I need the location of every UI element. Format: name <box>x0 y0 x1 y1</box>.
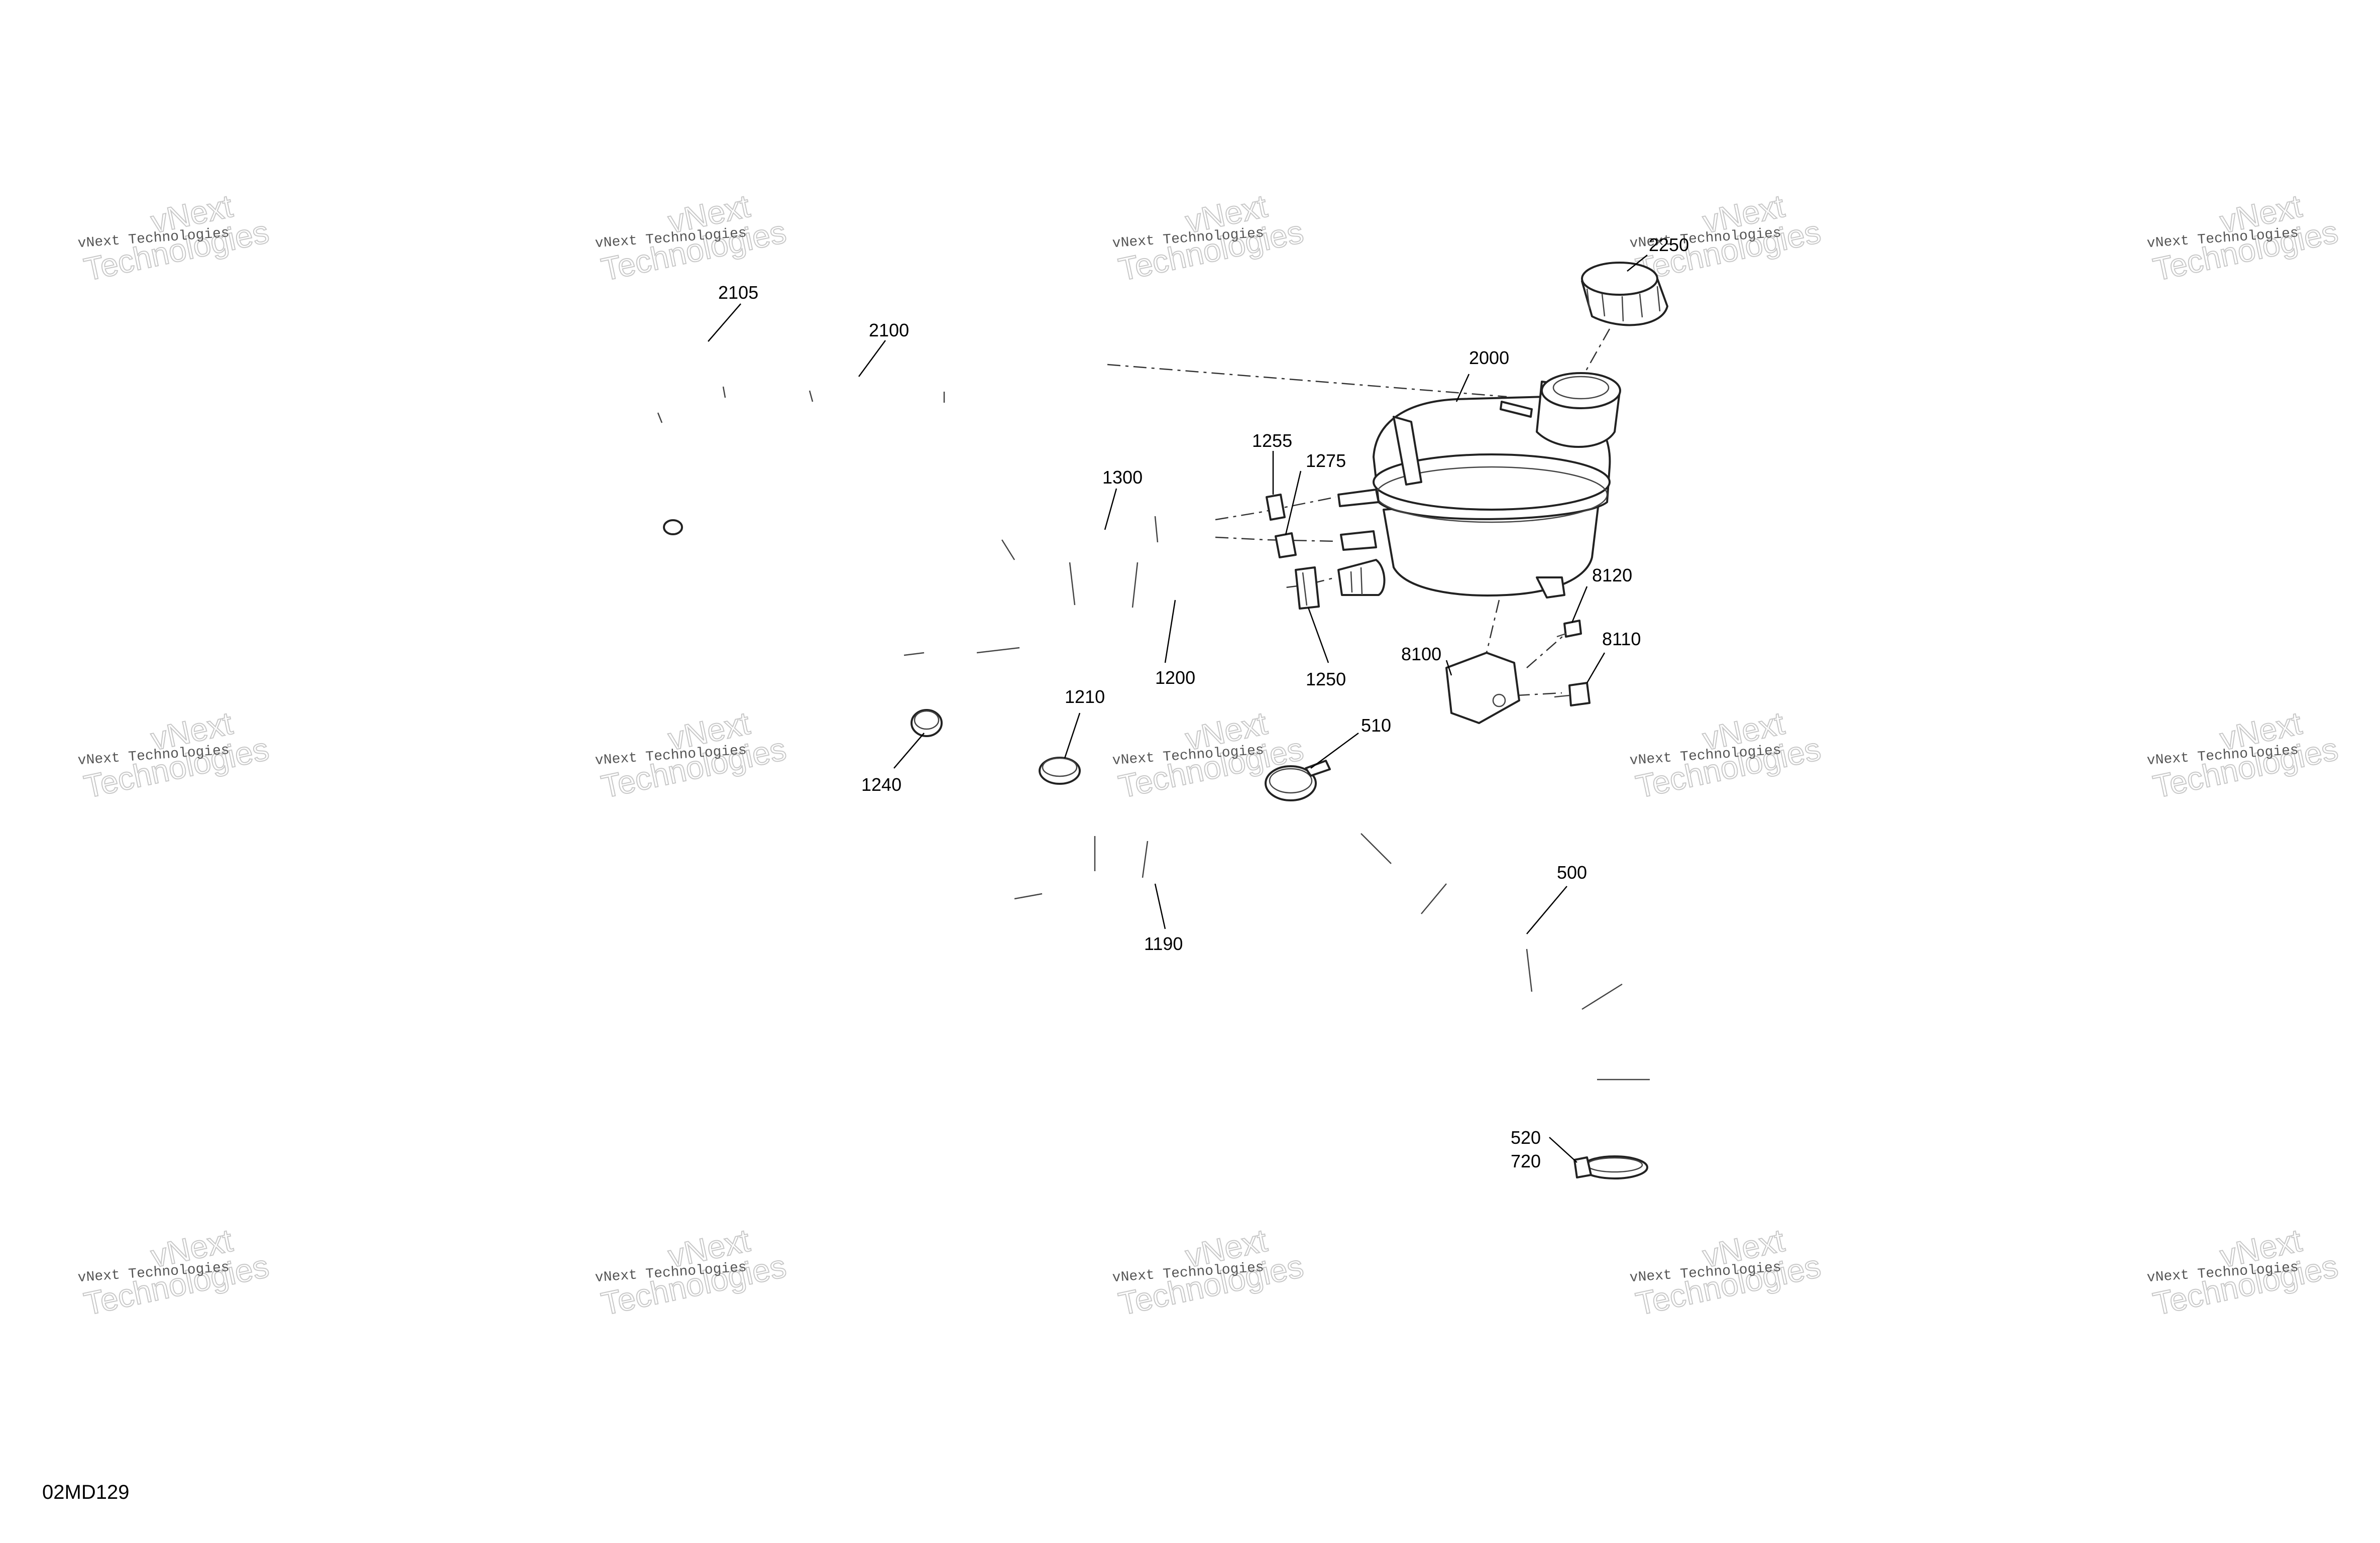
clamp-1250[interactable] <box>1295 566 1320 610</box>
label-1210: 1210 <box>1065 686 1105 707</box>
bracket-8100[interactable] <box>1445 652 1520 724</box>
label-2000: 2000 <box>1469 347 1509 368</box>
hose-1200[interactable] <box>976 561 1287 764</box>
label-8100: 8100 <box>1401 644 1441 664</box>
label-8110: 8110 <box>1602 629 1641 649</box>
label-1255: 1255 <box>1252 430 1292 451</box>
clamp-510[interactable] <box>1265 760 1331 801</box>
hose-500[interactable] <box>1313 800 1650 1138</box>
label-510: 510 <box>1361 715 1391 736</box>
label-500: 500 <box>1557 862 1587 883</box>
label-1275: 1275 <box>1306 450 1346 471</box>
spacer-1275[interactable] <box>1275 532 1297 558</box>
label-520: 520 <box>1511 1127 1541 1148</box>
label-2105: 2105 <box>718 282 758 303</box>
clamp-1240[interactable] <box>911 709 943 737</box>
hose-clip-2105[interactable] <box>649 345 717 375</box>
coolant-tank-2000[interactable] <box>1337 372 1621 599</box>
clip-720[interactable] <box>1573 1156 1592 1178</box>
vent-hose-2100[interactable] <box>633 350 1097 535</box>
label-2250: 2250 <box>1649 234 1689 255</box>
pressure-cap-2250[interactable] <box>1581 262 1668 326</box>
label-8120: 8120 <box>1592 565 1632 585</box>
hose-1190[interactable] <box>1009 836 1246 942</box>
leader-lines <box>708 255 1648 1163</box>
label-1300: 1300 <box>1102 467 1143 488</box>
clamp-1210[interactable] <box>1039 757 1081 785</box>
label-1200: 1200 <box>1155 667 1195 688</box>
screw-8120[interactable] <box>1556 620 1582 638</box>
label-2100: 2100 <box>869 320 909 340</box>
spacer-1255[interactable] <box>1266 494 1286 521</box>
label-1240: 1240 <box>861 774 901 795</box>
part-labels: 2105 2100 2250 2000 1255 1275 1300 1200 … <box>718 234 1689 1171</box>
label-1250: 1250 <box>1306 669 1346 689</box>
hose-1300[interactable] <box>895 515 1214 717</box>
label-720: 720 <box>1511 1151 1541 1171</box>
diagram-code: 02MD129 <box>42 1481 130 1503</box>
screw-8110[interactable] <box>1554 682 1591 706</box>
label-1190: 1190 <box>1144 933 1183 954</box>
